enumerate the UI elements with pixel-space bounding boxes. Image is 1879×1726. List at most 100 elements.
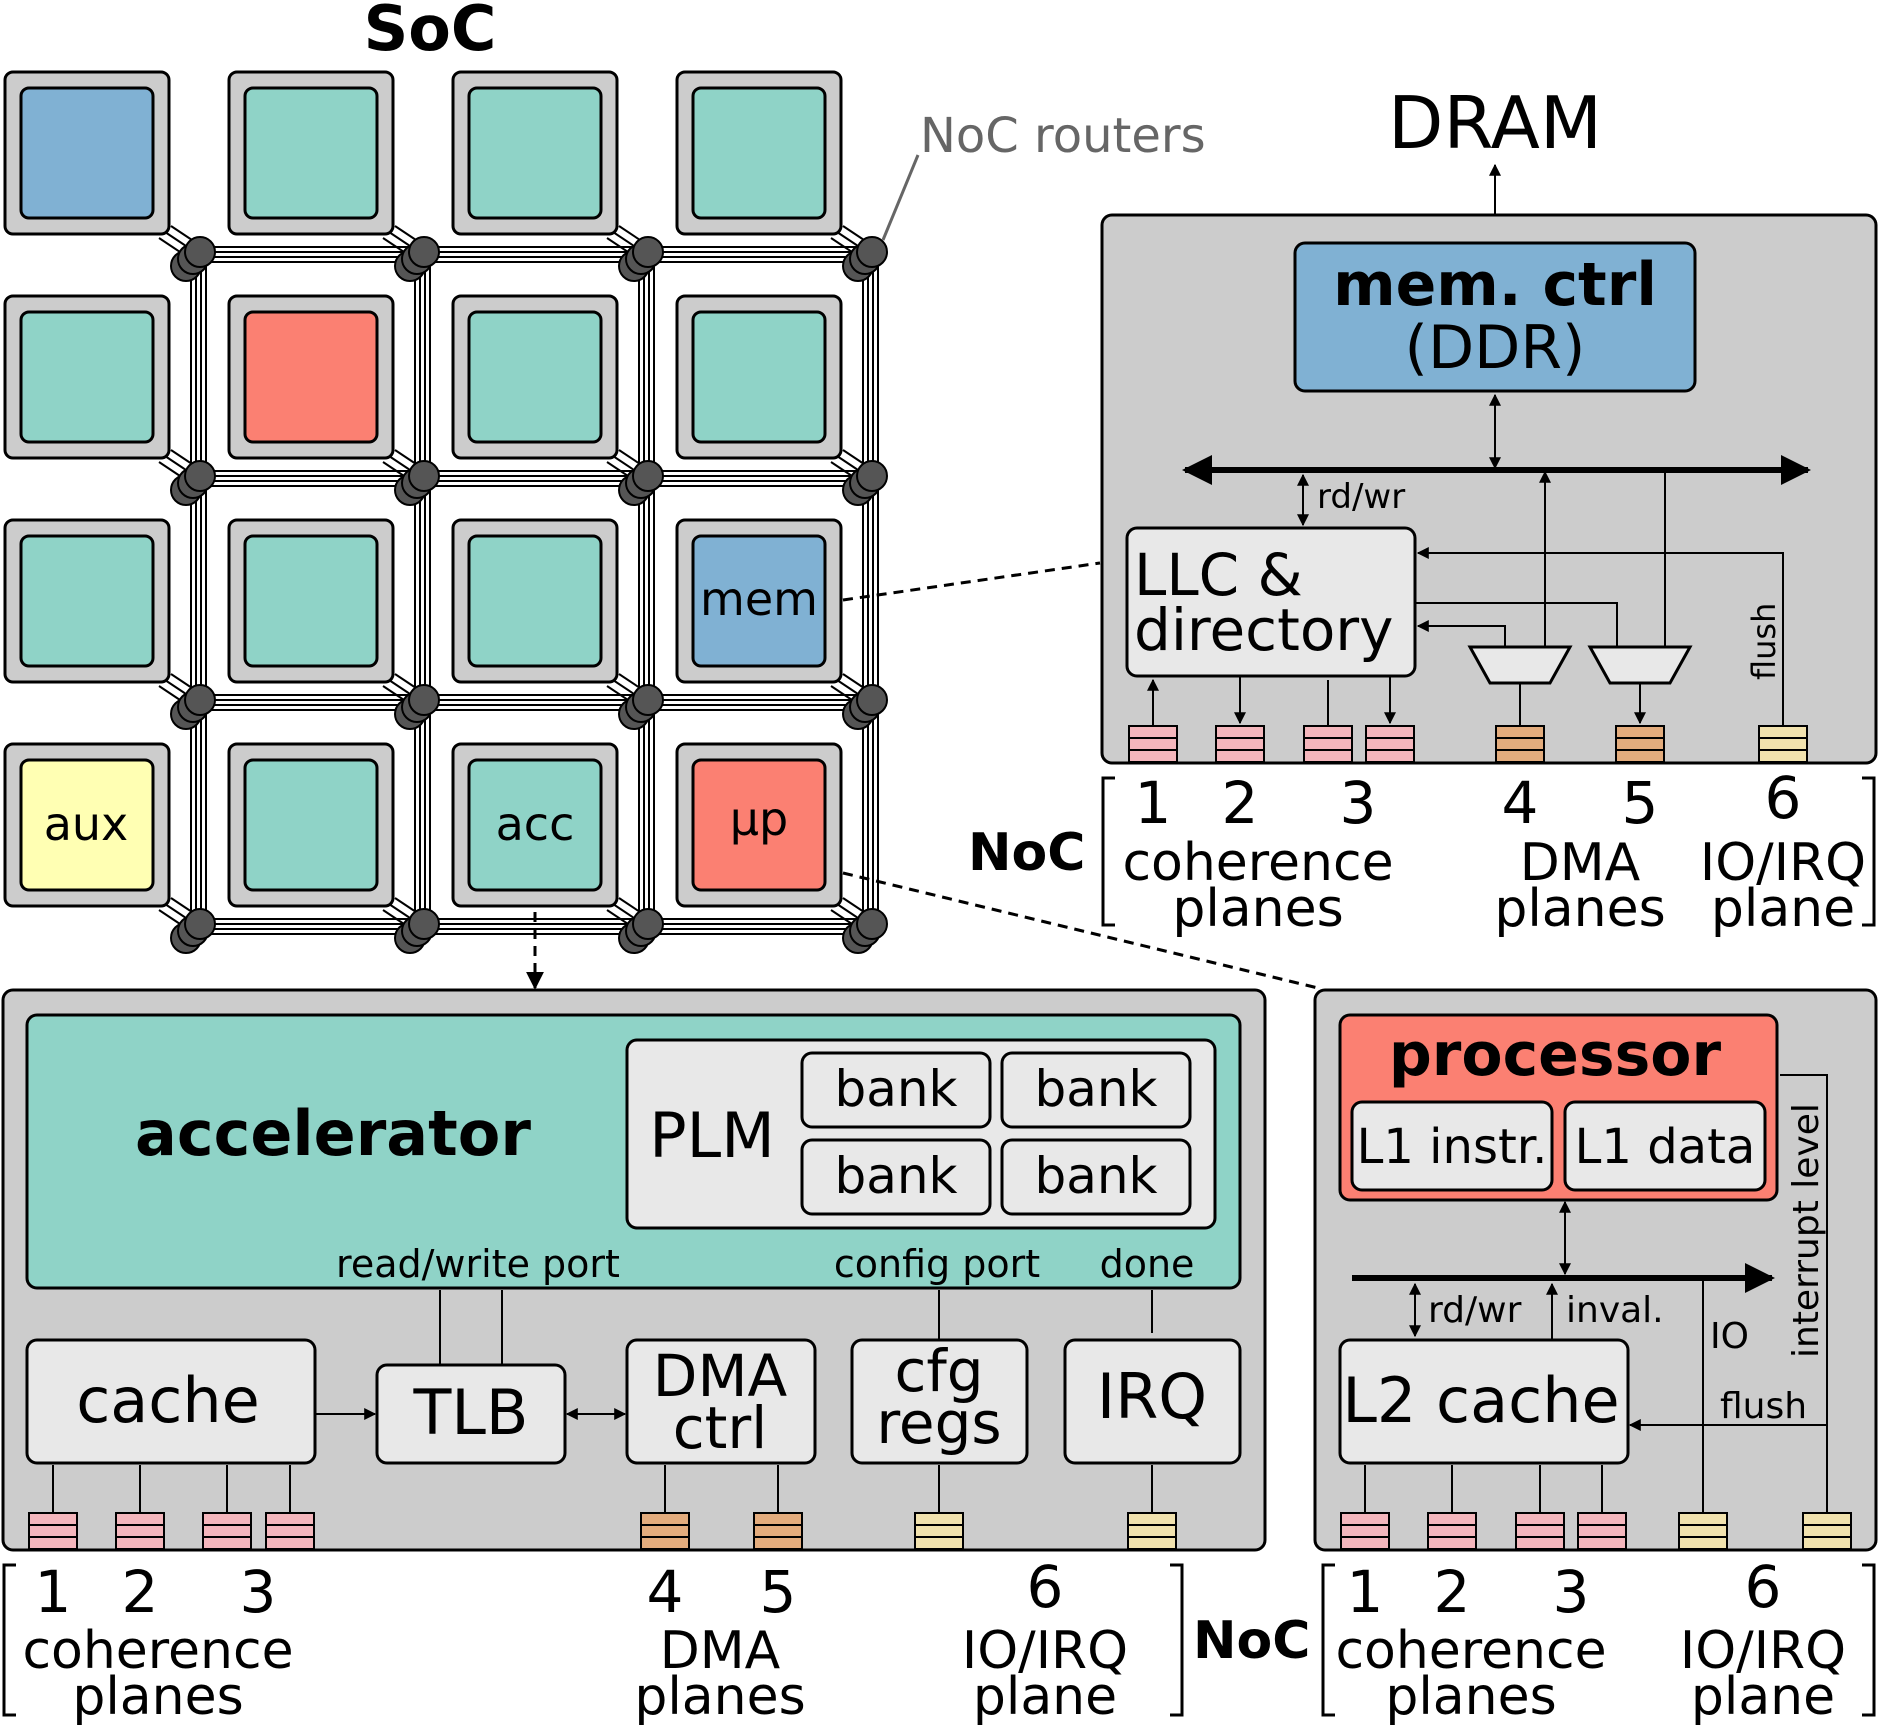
acc-tile-plane-ports — [28, 1512, 1177, 1550]
soc-tile-core — [691, 310, 827, 444]
mem-plane-port-icon — [1128, 725, 1178, 763]
l2-cache-label: L2 cache — [1342, 1364, 1619, 1437]
l1-data-label: L1 data — [1575, 1119, 1756, 1175]
dma-ctrl-label: DMA — [653, 1342, 788, 1410]
dma-ctrl-block — [625, 1338, 817, 1465]
mem-tile-connector — [842, 561, 1101, 602]
done-label: done — [1100, 1242, 1195, 1286]
tile-label-mem: mem — [700, 572, 818, 626]
proc-coherence-label: coherence — [1335, 1621, 1606, 1681]
mem-plane-port-icon — [1615, 725, 1665, 763]
l1-data-block — [1563, 1100, 1767, 1192]
proc-tile-plane-ports — [1340, 1512, 1852, 1550]
noc-router-icon — [632, 684, 664, 716]
soc-tile-core — [691, 758, 827, 892]
port-body — [1758, 725, 1808, 763]
proc-rdwr-label: rd/wr — [1428, 1290, 1522, 1331]
port-body — [1515, 1512, 1565, 1550]
plm-label: PLM — [649, 1099, 774, 1172]
soc-tile-core — [243, 310, 379, 444]
accelerator-label: accelerator — [135, 1097, 531, 1170]
proc-plane-2: 2 — [1434, 1558, 1471, 1626]
l1-instr-block — [1350, 1100, 1554, 1192]
port-body — [28, 1512, 78, 1550]
tile-label-acc: acc — [496, 797, 575, 851]
l1-instr-label: L1 instr. — [1357, 1119, 1548, 1175]
plm-bank-4-label: bank — [1034, 1147, 1157, 1205]
proc-plane-3: 3 — [1553, 1558, 1590, 1626]
soc-tile-core — [243, 86, 379, 220]
port-body — [1615, 725, 1665, 763]
plm-bank-1 — [800, 1051, 992, 1129]
mem-ctrl-sublabel: (DDR) — [1405, 313, 1586, 383]
center-noc-label: NoC — [1193, 1611, 1310, 1671]
plm-bank-3-label: bank — [834, 1147, 957, 1205]
soc-tile-core — [19, 534, 155, 668]
noc-router-icon — [408, 236, 440, 268]
noc-router-icon — [856, 460, 888, 492]
mem-noc-label: NoC — [968, 823, 1085, 883]
soc-tile-core — [691, 86, 827, 220]
rw-port-label: read/write port — [336, 1242, 620, 1286]
l2-cache-block — [1338, 1338, 1630, 1465]
soc-tile-core — [467, 534, 603, 668]
noc-routers — [170, 236, 888, 954]
soc-tile-core — [691, 534, 827, 668]
soc-tile-core — [467, 86, 603, 220]
mem-tile-wires — [1147, 470, 1784, 730]
acc-coherence-sublabel: planes — [72, 1667, 243, 1726]
mem-dma-sublabel: planes — [1494, 879, 1665, 939]
proc-tile-noc-legend — [1321, 1563, 1876, 1717]
soc-tile-core — [243, 534, 379, 668]
noc-router-icon — [408, 684, 440, 716]
mem-ctrl-block — [1293, 241, 1697, 393]
mem-plane-5: 5 — [1622, 769, 1659, 837]
mem-ctrl-label: mem. ctrl — [1333, 250, 1657, 320]
dma-ctrl-sublabel: ctrl — [673, 1394, 768, 1462]
port-body — [640, 1512, 690, 1550]
port-body — [202, 1512, 252, 1550]
tlb-label: TLB — [413, 1376, 529, 1449]
mem-plane-3: 3 — [1340, 769, 1377, 837]
noc-router-icon — [184, 908, 216, 940]
llc-sublabel: directory — [1134, 596, 1393, 664]
noc-router-icon — [408, 460, 440, 492]
port-body — [1340, 1512, 1390, 1550]
interrupt-level-label: interrupt level — [1786, 1103, 1827, 1358]
plm-bank-4 — [1000, 1138, 1192, 1216]
proc-inval-label: inval. — [1566, 1290, 1664, 1331]
acc-io-sublabel: plane — [973, 1667, 1117, 1726]
port-body — [1678, 1512, 1728, 1550]
mem-dma-label: DMA — [1520, 833, 1641, 893]
proc-plane-port-icon — [1577, 1512, 1627, 1550]
acc-tile-wires — [52, 1290, 1153, 1513]
mem-plane-port-icon — [1215, 725, 1265, 763]
mem-coherence-sublabel: planes — [1172, 879, 1343, 939]
mem-io-sublabel: plane — [1711, 879, 1855, 939]
acc-plane-port-icon — [202, 1512, 252, 1550]
mem-plane-4: 4 — [1502, 769, 1539, 837]
acc-plane-port-icon — [640, 1512, 690, 1550]
tile-label-up: µp — [730, 792, 788, 846]
cache-label: cache — [76, 1364, 260, 1437]
port-body — [1365, 725, 1415, 763]
dma-mux-5 — [1587, 645, 1693, 685]
acc-dma-label: DMA — [660, 1621, 781, 1681]
cfg-regs-label: cfg — [894, 1337, 983, 1405]
cfg-regs-sublabel: regs — [876, 1389, 1001, 1457]
noc-routers-leader — [881, 154, 920, 241]
port-body — [1127, 1512, 1177, 1550]
port-body — [1802, 1512, 1852, 1550]
noc-router-icon — [184, 236, 216, 268]
port-body — [115, 1512, 165, 1550]
proc-plane-port-icon — [1802, 1512, 1852, 1550]
tile-label-aux: aux — [44, 797, 129, 851]
port-body — [1427, 1512, 1477, 1550]
soc-tile-core — [467, 310, 603, 444]
soc-tile-core — [19, 758, 155, 892]
port-body — [1128, 725, 1178, 763]
proc-tile-wires — [1364, 1074, 1828, 1513]
mem-plane-2: 2 — [1222, 769, 1259, 837]
noc-router-icon — [856, 684, 888, 716]
mem-tile-noc-legend — [1101, 776, 1876, 927]
